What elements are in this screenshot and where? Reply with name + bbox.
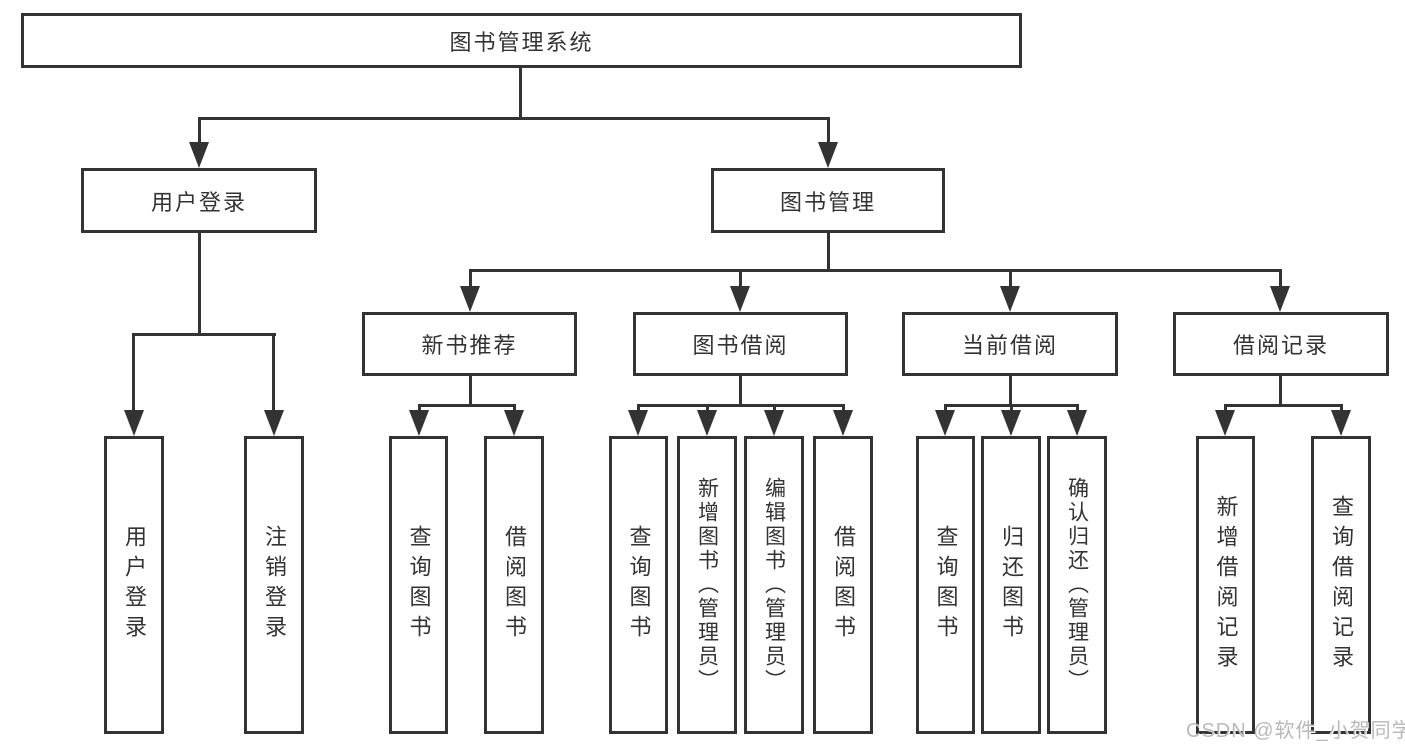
connector-leaf-drop: [1224, 404, 1227, 412]
connector-new-books-stem: [469, 374, 472, 406]
connector-category-drop: [1009, 269, 1012, 289]
leaf-nb-query-books: 查询图书: [389, 436, 448, 734]
connector-book-borrow-stem: [739, 374, 742, 406]
arrow-down-icon: [409, 410, 429, 436]
connector-br-leaves-hbar: [1224, 404, 1343, 407]
leaf-nb-borrow-books-label: 借阅图书: [502, 525, 527, 645]
connector-leaf-drop: [637, 404, 640, 412]
arrow-down-icon: [730, 286, 750, 312]
node-root-label: 图书管理系统: [449, 29, 594, 55]
leaf-br-add-record-label: 新增借阅记录: [1213, 495, 1239, 675]
leaf-nb-borrow-books: 借阅图书: [484, 436, 544, 734]
leaf-bb-edit-books-label: 编辑图书（管理员）: [762, 477, 786, 693]
arrow-down-icon: [818, 142, 838, 168]
arrow-down-icon: [833, 410, 853, 436]
node-book-management: 图书管理: [711, 168, 945, 233]
arrow-down-icon: [628, 410, 648, 436]
connector-leaf-drop: [272, 333, 275, 412]
leaf-bb-add-books-label: 新增图书（管理员）: [695, 477, 719, 693]
arrow-down-icon: [124, 410, 144, 436]
leaf-user-login: 用户登录: [104, 436, 164, 734]
connector-leaf-drop: [513, 404, 516, 412]
connector-user-login-drop: [198, 117, 201, 144]
connector-category-drop: [469, 269, 472, 289]
node-user-login: 用户登录: [81, 168, 317, 233]
connector-leaf-drop: [773, 404, 776, 412]
connector-book-mgmt-stem: [827, 231, 830, 272]
leaf-bb-borrow-books-label: 借阅图书: [831, 525, 856, 645]
node-book-borrow-label: 图书借阅: [692, 333, 789, 358]
connector-category-drop: [1279, 269, 1282, 289]
arrow-down-icon: [1331, 410, 1351, 436]
connector-current-borrow-stem: [1009, 374, 1012, 406]
arrow-down-icon: [1000, 286, 1020, 312]
connector-nb-leaves-hbar: [418, 404, 516, 407]
arrow-down-icon: [1215, 410, 1235, 436]
arrow-down-icon: [1270, 286, 1290, 312]
connector-leaf-drop: [706, 404, 709, 412]
leaf-cb-return-books: 归还图书: [981, 436, 1041, 734]
leaf-bb-edit-books: 编辑图书（管理员）: [744, 436, 804, 734]
node-book-management-label: 图书管理: [779, 189, 876, 215]
connector-book-mgmt-drop: [827, 117, 830, 144]
connector-leaf-drop: [418, 404, 421, 412]
leaf-nb-query-books-label: 查询图书: [406, 525, 432, 645]
leaf-br-query-record: 查询借阅记录: [1311, 436, 1371, 734]
node-user-login-label: 用户登录: [150, 189, 247, 215]
connector-level3-hbar: [469, 269, 1282, 272]
connector-leaf-drop: [1076, 404, 1079, 412]
leaf-bb-borrow-books: 借阅图书: [813, 436, 873, 734]
leaf-cb-query-books: 查询图书: [916, 436, 975, 734]
leaf-cb-confirm-return: 确认归还（管理员）: [1047, 436, 1107, 734]
connector-root-stem: [519, 66, 522, 119]
leaf-cb-confirm-return-label: 确认归还（管理员）: [1065, 477, 1089, 693]
arrow-down-icon: [1001, 410, 1021, 436]
leaf-cb-query-books-label: 查询图书: [933, 525, 959, 645]
node-new-book-recommend: 新书推荐: [362, 312, 577, 376]
leaf-logout: 注销登录: [244, 436, 304, 734]
arrow-down-icon: [264, 410, 284, 436]
node-root: 图书管理系统: [21, 13, 1022, 68]
connector-level2-hbar: [198, 117, 830, 120]
leaf-bb-query-books: 查询图书: [609, 436, 668, 734]
node-book-borrow: 图书借阅: [633, 312, 848, 376]
leaf-user-login-label: 用户登录: [122, 525, 147, 645]
leaf-br-add-record: 新增借阅记录: [1196, 436, 1255, 734]
connector-leaf-drop: [842, 404, 845, 412]
leaf-logout-label: 注销登录: [262, 525, 287, 645]
node-borrow-records: 借阅记录: [1173, 312, 1389, 376]
connector-category-drop: [739, 269, 742, 289]
arrow-down-icon: [935, 410, 955, 436]
node-new-book-recommend-label: 新书推荐: [421, 333, 518, 358]
connector-leaf-drop: [944, 404, 947, 412]
connector-user-login-stem: [198, 231, 201, 336]
arrow-down-icon: [764, 410, 784, 436]
arrow-down-icon: [697, 410, 717, 436]
connector-user-leaves-hbar: [132, 333, 276, 336]
node-current-borrow: 当前借阅: [902, 312, 1118, 376]
connector-borrow-records-stem: [1279, 374, 1282, 406]
leaf-bb-add-books: 新增图书（管理员）: [677, 436, 737, 734]
connector-leaf-drop: [1010, 404, 1013, 412]
arrow-down-icon: [1067, 410, 1087, 436]
connector-bb-leaves-hbar: [637, 404, 845, 407]
connector-leaf-drop: [132, 333, 135, 412]
arrow-down-icon: [504, 410, 524, 436]
csdn-watermark: CSDN @软件_小贺同学: [1186, 720, 1405, 742]
node-borrow-records-label: 借阅记录: [1232, 333, 1329, 358]
connector-leaf-drop: [1340, 404, 1343, 412]
arrow-down-icon: [189, 142, 209, 168]
leaf-br-query-record-label: 查询借阅记录: [1329, 495, 1354, 675]
node-current-borrow-label: 当前借阅: [961, 333, 1058, 358]
leaf-cb-return-books-label: 归还图书: [999, 525, 1024, 645]
arrow-down-icon: [460, 286, 480, 312]
leaf-bb-query-books-label: 查询图书: [626, 525, 652, 645]
